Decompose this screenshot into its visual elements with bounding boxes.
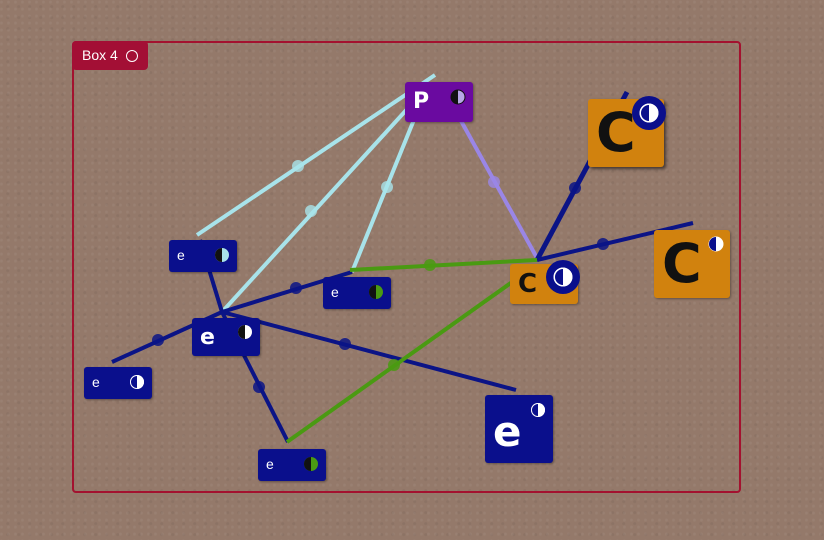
node-label: e	[177, 247, 185, 263]
node-e4[interactable]: e	[84, 367, 152, 399]
node-c-mid[interactable]: C	[510, 260, 580, 304]
node-label: C	[596, 101, 636, 164]
half-moon-icon[interactable]	[708, 236, 724, 252]
node-label: e	[92, 374, 100, 390]
node-e6[interactable]: e	[485, 395, 553, 463]
node-p[interactable]: P	[405, 82, 473, 122]
node-c-right[interactable]: C	[654, 230, 730, 298]
half-moon-icon[interactable]	[303, 456, 319, 472]
half-moon-icon[interactable]	[237, 324, 253, 340]
node-label: e	[493, 407, 522, 456]
group-label: Box 4	[82, 47, 118, 63]
node-e1[interactable]: e	[169, 240, 237, 272]
group-tab[interactable]: Box 4	[72, 41, 148, 70]
half-moon-icon[interactable]	[546, 260, 580, 294]
half-moon-icon[interactable]	[129, 374, 145, 390]
half-moon-icon[interactable]	[368, 284, 384, 300]
node-label: C	[518, 269, 538, 299]
half-moon-icon[interactable]	[632, 96, 666, 130]
node-e2[interactable]: e	[323, 277, 391, 309]
ring-icon[interactable]	[125, 49, 138, 62]
half-moon-icon[interactable]	[530, 402, 546, 418]
node-e3[interactable]: e	[192, 318, 260, 356]
node-e5[interactable]: e	[258, 449, 326, 481]
node-label: e	[266, 456, 274, 472]
group-box[interactable]	[72, 41, 741, 493]
node-label: e	[200, 325, 215, 350]
node-c-top[interactable]: C	[588, 96, 666, 167]
node-label: P	[413, 89, 430, 114]
half-moon-icon[interactable]	[450, 89, 466, 105]
node-label: C	[662, 232, 702, 295]
node-label: e	[331, 284, 339, 300]
half-moon-icon[interactable]	[214, 247, 230, 263]
